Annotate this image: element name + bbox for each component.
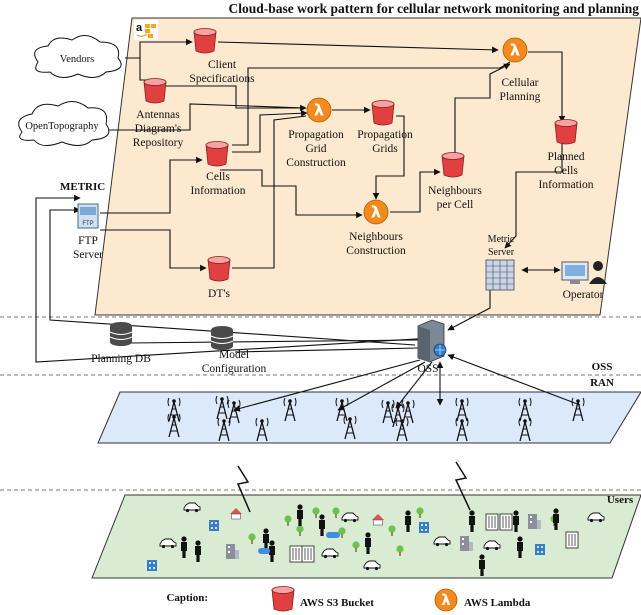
svg-text:Planning: Planning [500, 91, 541, 103]
wireless-link-icon [454, 461, 471, 511]
bbuilding-icon [535, 544, 545, 555]
layer-ran-label: RAN [590, 377, 614, 389]
svg-text:Cells: Cells [206, 171, 230, 183]
antennas-label: Antennas Diagram's Repository [133, 109, 184, 149]
building-icon [301, 545, 315, 563]
svg-text:λ: λ [441, 591, 450, 609]
svg-text:FTP: FTP [82, 221, 93, 227]
svg-text:Metric: Metric [488, 234, 515, 245]
svg-text:Propagation: Propagation [357, 129, 413, 141]
layer-users-label: Users [607, 494, 634, 506]
svg-text:Cells: Cells [554, 165, 578, 177]
s3-bucket-icon [193, 28, 217, 54]
ftp-server-label-2: Server [73, 249, 103, 261]
ftp-server-label: FTP [78, 235, 98, 247]
vendors-cloud: Vendors [34, 35, 122, 78]
svg-text:λ: λ [510, 40, 520, 59]
s3-bucket-icon [205, 141, 229, 167]
caption-bucket-shape [271, 586, 295, 612]
svg-text:per Cell: per Cell [437, 199, 474, 211]
svg-text:Client: Client [208, 59, 237, 71]
operator-label: Operator [563, 289, 604, 301]
prop-grids-label: Propagation Grids [357, 129, 413, 155]
planned-cells-label: Planned Cells Information [539, 151, 594, 191]
connections [35, 38, 581, 412]
s3-bucket-icon [554, 119, 578, 145]
neighbours-cell-label: Neighbours per Cell [428, 185, 482, 211]
s3-bucket-icon [143, 78, 167, 104]
caption-lambda-shape: λ [434, 588, 458, 612]
dts-label: DT's [208, 288, 230, 300]
cells-info-label: Cells Information [191, 171, 246, 197]
building-icon [499, 513, 513, 531]
model-config-label-2: Configuration [202, 363, 267, 375]
svg-text:a: a [136, 22, 143, 34]
svg-text:Server: Server [488, 247, 515, 258]
model-config-icon [210, 326, 234, 350]
svg-text:Grids: Grids [372, 143, 398, 155]
svg-text:Information: Information [191, 185, 246, 197]
svg-text:Cellular: Cellular [501, 77, 538, 89]
svg-text:Specifications: Specifications [189, 73, 255, 85]
amazon-logo: a [134, 20, 158, 40]
bbuilding-icon [209, 520, 219, 531]
svg-text:Information: Information [539, 179, 594, 191]
planning-db-icon [109, 322, 133, 346]
cloud-plane [94, 17, 641, 316]
lambda-icon: λ [363, 199, 389, 225]
svg-text:Construction: Construction [346, 245, 406, 257]
svg-text:λ: λ [371, 202, 381, 221]
s3-bucket-icon [207, 256, 231, 282]
svg-text:Neighbours: Neighbours [428, 185, 482, 197]
bbuilding-icon [147, 560, 157, 571]
ftp-server-icon: FTP [77, 203, 99, 229]
metric-server-label: Metric Server [488, 234, 515, 258]
metric-server-icon [485, 259, 515, 291]
wireless-link-icon [236, 465, 251, 513]
s3-bucket-icon [441, 152, 465, 178]
caption-title: Caption: [166, 592, 208, 604]
opentopography-label: OpenTopography [25, 121, 99, 132]
building-icon [565, 531, 579, 549]
building-icon [485, 513, 499, 531]
lambda-icon: λ [502, 37, 528, 63]
client-specs-label: Client Specifications [189, 59, 255, 85]
operator-icon [561, 261, 607, 284]
svg-text:Diagram's: Diagram's [135, 123, 182, 135]
oss-server-label: OSS [417, 363, 438, 375]
model-config-label: Model [219, 349, 249, 361]
building-icon [289, 545, 303, 563]
svg-text:Neighbours: Neighbours [349, 231, 403, 243]
vendors-label: Vendors [60, 54, 94, 65]
svg-text:Propagation: Propagation [288, 129, 344, 141]
layer-oss-label: OSS [592, 361, 613, 373]
cell-planning-label: Cellular Planning [500, 77, 541, 103]
svg-text:Repository: Repository [133, 137, 184, 149]
neigh-construct-label: Neighbours Construction [346, 231, 406, 257]
planning-db-label: Planning DB [91, 353, 151, 365]
svg-text:Construction: Construction [286, 157, 346, 169]
s3-bucket-icon [371, 100, 395, 126]
metric-label: METRIC [60, 181, 105, 193]
opentopography-cloud: OpenTopography [18, 101, 110, 146]
caption-lambda-icon: λ [434, 588, 458, 612]
svg-text:Planned: Planned [547, 151, 584, 163]
lambda-icon: λ [306, 97, 332, 123]
svg-text:λ: λ [314, 100, 324, 119]
users-scene [147, 502, 605, 576]
caption-s3-icon [271, 586, 295, 612]
bbuilding-icon [419, 522, 429, 533]
oss-server-icon [417, 319, 447, 363]
diagram-title: Cloud-base work pattern for cellular net… [228, 1, 639, 16]
prop-construct-label: Propagation Grid Construction [286, 129, 346, 169]
caption-lambda-label: AWS Lambda [464, 597, 531, 609]
svg-text:Grid: Grid [305, 143, 326, 155]
caption-s3-label: AWS S3 Bucket [300, 597, 374, 609]
svg-text:Antennas: Antennas [136, 109, 180, 121]
